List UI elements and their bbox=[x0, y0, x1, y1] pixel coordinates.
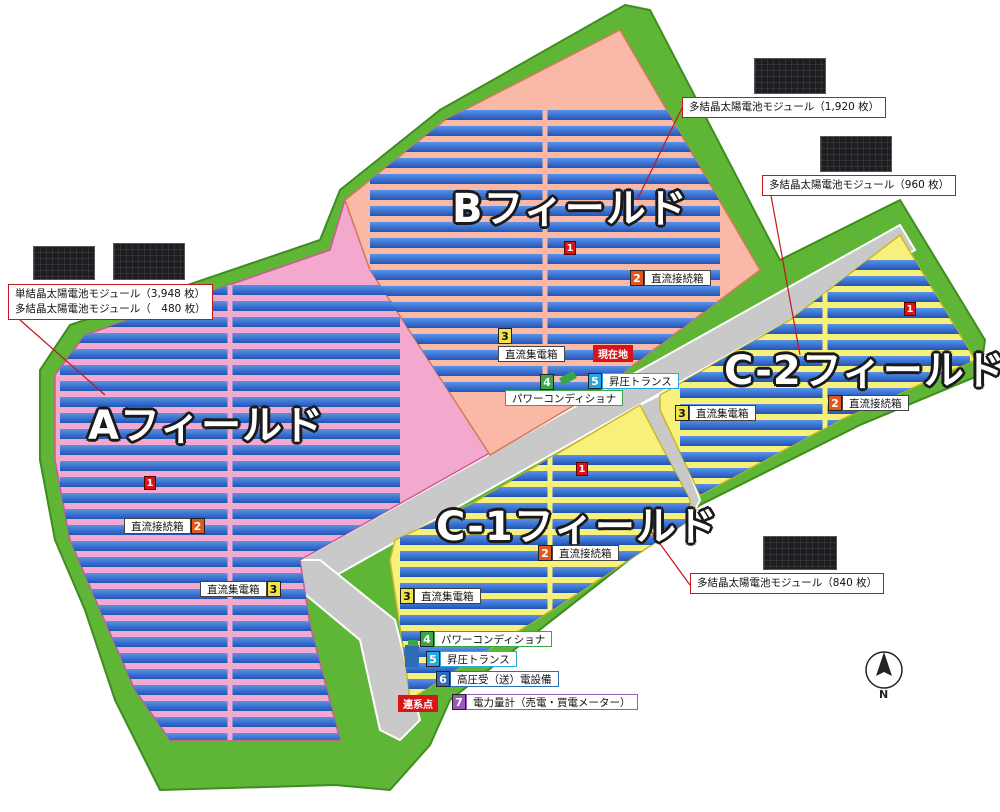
label-text: 電力量計（売電・買電メーター） bbox=[466, 694, 638, 710]
num-6-badge: 6 bbox=[436, 671, 450, 687]
marker-1-field-c1: 1 bbox=[576, 462, 588, 476]
callout-field-b: 多結晶太陽電池モジュール（1,920 枚） bbox=[682, 97, 887, 118]
current-location-tag: 現在地 bbox=[593, 345, 633, 362]
c1-dc-junction-label: 2 直流接続箱 bbox=[538, 545, 619, 561]
poly-panel-image-b bbox=[754, 58, 826, 94]
legend-meter: 7 電力量計（売電・買電メーター） bbox=[452, 694, 638, 710]
b-dc-collector-text: 直流集電箱 bbox=[498, 346, 565, 362]
field-c2-title: C-2フィールド bbox=[724, 348, 1000, 394]
panel-row bbox=[400, 599, 690, 609]
c2-dc-collector-label: 3 直流集電箱 bbox=[675, 405, 756, 421]
field-b-title: Bフィールド bbox=[452, 186, 688, 232]
legend-hv-equipment: 6 高圧受（送）電設備 bbox=[436, 671, 559, 687]
callout-c1-leader bbox=[649, 529, 691, 586]
panel-row bbox=[400, 503, 690, 513]
num-2-badge: 2 bbox=[828, 395, 842, 411]
b-power-conditioner-text: パワーコンディショナ bbox=[505, 390, 624, 406]
panel-row bbox=[680, 452, 970, 462]
marker-1-field-a: 1 bbox=[144, 476, 156, 490]
b-power-conditioner-label: 4 bbox=[540, 374, 554, 390]
num-3-badge: 3 bbox=[400, 588, 414, 604]
a-dc-collector-label: 直流集電箱 3 bbox=[200, 581, 281, 597]
grid-connection-tag: 連系点 bbox=[398, 695, 438, 712]
marker-1-field-b: 1 bbox=[564, 241, 576, 255]
b-dc-junction-label: 2 直流接続箱 bbox=[630, 270, 711, 286]
label-text: 直流接続箱 bbox=[552, 545, 619, 561]
field-b-panel-rows bbox=[370, 110, 720, 392]
transformer-structure bbox=[408, 640, 418, 646]
num-3-badge: 3 bbox=[675, 405, 689, 421]
num-4-badge: 4 bbox=[540, 374, 554, 390]
label-text: 高圧受（送）電設備 bbox=[450, 671, 559, 687]
num-2-badge: 2 bbox=[190, 518, 205, 534]
label-text: 直流集電箱 bbox=[200, 581, 267, 597]
num-2-badge: 2 bbox=[538, 545, 552, 561]
a-dc-junction-label: 直流接続箱 2 bbox=[124, 518, 205, 534]
label-text: 直流集電箱 bbox=[498, 346, 565, 362]
callout-field-c1: 多結晶太陽電池モジュール（840 枚） bbox=[690, 573, 885, 594]
panel-row bbox=[400, 535, 690, 545]
label-text: パワーコンディショナ bbox=[434, 631, 553, 647]
callout-a-line1: 単結晶太陽電池モジュール（3,948 枚） bbox=[15, 288, 206, 300]
label-text: 直流接続箱 bbox=[124, 518, 191, 534]
callout-field-a: 単結晶太陽電池モジュール（3,948 枚） 多結晶太陽電池モジュール（ 480 … bbox=[8, 284, 213, 320]
marker-1-field-c2: 1 bbox=[904, 302, 916, 316]
c2-dc-junction-label: 2 直流接続箱 bbox=[828, 395, 909, 411]
panel-row bbox=[400, 567, 690, 577]
poly-panel-image-c1 bbox=[763, 536, 837, 570]
callout-field-c2: 多結晶太陽電池モジュール（960 枚） bbox=[762, 175, 957, 196]
mono-panel-image bbox=[33, 246, 95, 280]
b-dc-collector-label: 3 bbox=[498, 328, 512, 344]
legend-step-up: 5 昇圧トランス bbox=[426, 651, 517, 667]
callout-b-leader bbox=[636, 107, 683, 201]
callout-a-leader bbox=[19, 319, 106, 396]
label-text: パワーコンディショナ bbox=[505, 390, 624, 406]
side-road bbox=[299, 559, 422, 742]
c1-dc-collector-label: 3 直流集電箱 bbox=[400, 588, 481, 604]
label-text: 直流集電箱 bbox=[414, 588, 481, 604]
b-step-up-label: 5 昇圧トランス bbox=[588, 373, 679, 389]
label-text: 直流接続箱 bbox=[842, 395, 909, 411]
hv-equipment-structure bbox=[405, 645, 419, 667]
compass-north-label: N bbox=[879, 688, 889, 701]
label-text: 直流集電箱 bbox=[689, 405, 756, 421]
poly-panel-image-a bbox=[113, 243, 185, 280]
compass-icon bbox=[865, 651, 903, 689]
num-2-badge: 2 bbox=[630, 270, 644, 286]
num-5-badge: 5 bbox=[426, 651, 440, 667]
panel-row bbox=[680, 468, 970, 478]
num-3-badge: 3 bbox=[266, 581, 281, 597]
num-3-badge: 3 bbox=[498, 328, 512, 344]
label-text: 直流接続箱 bbox=[644, 270, 711, 286]
callout-a-line2: 多結晶太陽電池モジュール（ 480 枚） bbox=[15, 303, 206, 315]
poly-panel-image-c2 bbox=[820, 136, 892, 172]
num-7-badge: 7 bbox=[452, 694, 466, 710]
field-c1-title: C-1フィールド bbox=[436, 504, 718, 550]
legend-power-conditioner: 4 パワーコンディショナ bbox=[420, 631, 553, 647]
panel-row bbox=[400, 487, 690, 497]
num-4-badge: 4 bbox=[420, 631, 434, 647]
callout-c2-leader bbox=[769, 189, 801, 356]
field-a-panel-rows bbox=[60, 285, 400, 740]
panel-row bbox=[400, 583, 690, 593]
panel-row bbox=[400, 519, 690, 529]
panel-row bbox=[400, 471, 690, 481]
field-a-title: Aフィールド bbox=[88, 403, 325, 449]
power-conditioner-equipment bbox=[559, 370, 577, 386]
num-5-badge: 5 bbox=[588, 373, 602, 389]
label-text: 昇圧トランス bbox=[440, 651, 517, 667]
label-text: 昇圧トランス bbox=[602, 373, 679, 389]
panel-row bbox=[680, 500, 970, 510]
